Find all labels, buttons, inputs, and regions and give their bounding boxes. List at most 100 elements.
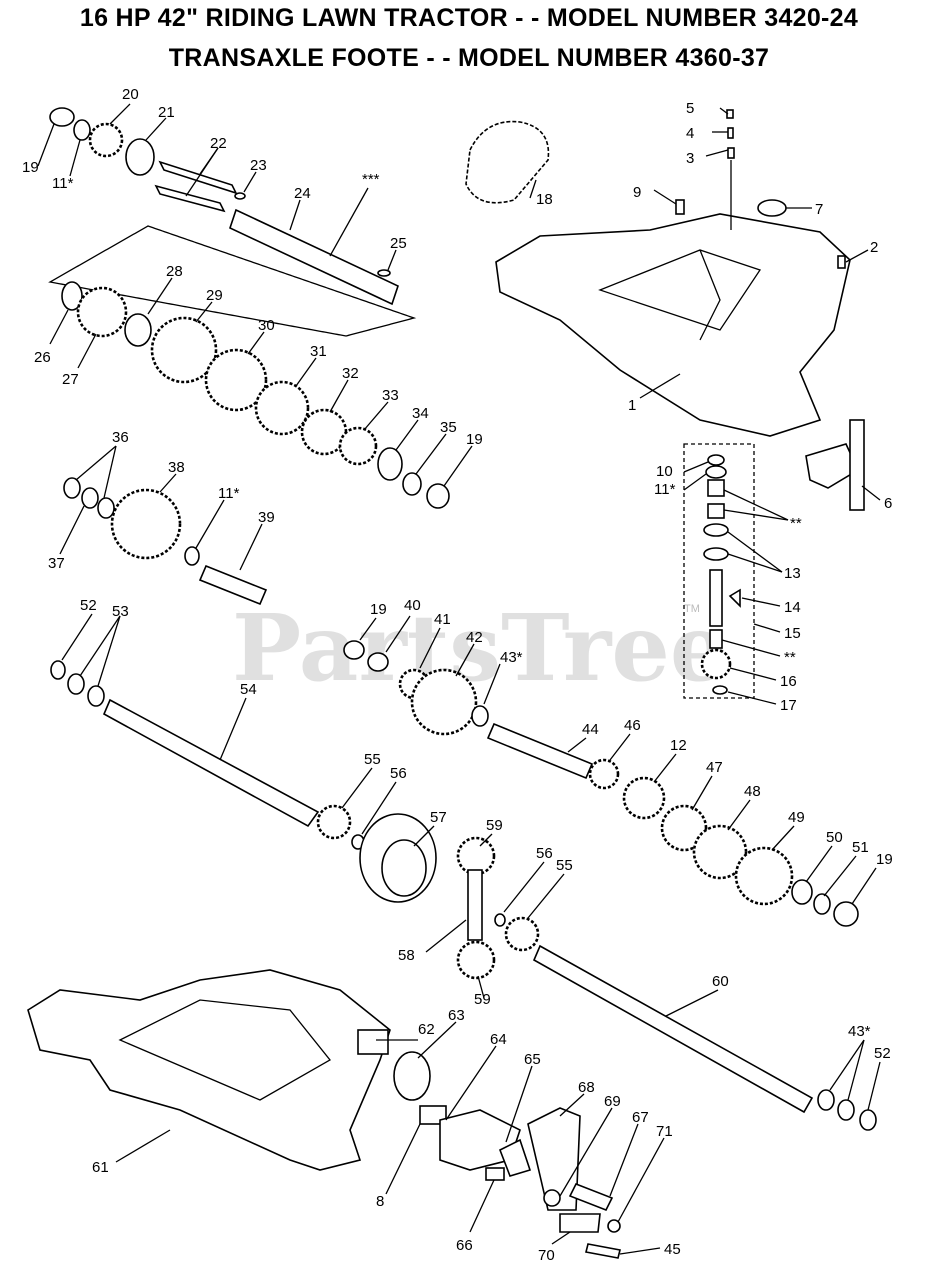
callout-13: 13	[784, 565, 801, 582]
washer-69[interactable]	[543, 1189, 561, 1207]
callout-2: 2	[870, 239, 878, 256]
bearing-28[interactable]	[124, 313, 152, 347]
gear-42[interactable]	[410, 668, 478, 736]
bolt-45[interactable]	[585, 1243, 621, 1259]
bearing-stack-a[interactable]	[707, 479, 725, 497]
nut-71[interactable]	[607, 1219, 621, 1233]
washer-35[interactable]	[402, 472, 422, 496]
washer-36-a[interactable]	[63, 477, 81, 499]
upper-housing-group	[495, 109, 865, 699]
ring-50[interactable]	[791, 879, 813, 905]
gear-46[interactable]	[588, 758, 620, 790]
key-14[interactable]	[728, 588, 741, 608]
clip-25[interactable]	[377, 269, 391, 277]
washer-43-right-b[interactable]	[837, 1099, 855, 1121]
callout-59-top: 59	[486, 817, 503, 834]
shaft-39[interactable]	[198, 564, 268, 606]
pinion-59-bottom[interactable]	[456, 940, 496, 980]
washer-37[interactable]	[81, 487, 99, 509]
axle-60[interactable]	[532, 944, 814, 1114]
chain-18[interactable]	[465, 120, 550, 204]
gear-20[interactable]	[88, 122, 124, 158]
washer-51[interactable]	[813, 893, 831, 915]
bearing-21[interactable]	[125, 138, 155, 176]
washer-11-top[interactable]	[73, 119, 91, 141]
washer-11-stack[interactable]	[705, 465, 727, 479]
upper-housing-1[interactable]	[495, 213, 851, 437]
callout-39: 39	[258, 509, 275, 526]
bevel-gear-55-left[interactable]	[316, 804, 352, 840]
screw-9[interactable]	[675, 199, 685, 215]
cap-7[interactable]	[757, 199, 787, 217]
key-22-b[interactable]	[154, 184, 226, 213]
callout-26: 26	[34, 349, 51, 366]
shaft-24[interactable]	[229, 208, 399, 306]
seal-62[interactable]	[357, 1029, 389, 1055]
gear-49[interactable]	[734, 846, 794, 906]
gear-30[interactable]	[204, 348, 268, 412]
pin-66[interactable]	[485, 1167, 505, 1181]
gear-31[interactable]	[254, 380, 310, 436]
brake-pad-65[interactable]	[498, 1138, 532, 1177]
callout-30: 30	[258, 317, 275, 334]
washer-36-b[interactable]	[97, 497, 115, 519]
washer-13-b[interactable]	[703, 547, 729, 561]
bevel-pinion-16[interactable]	[700, 648, 732, 680]
ball-3[interactable]	[727, 147, 735, 159]
washer-11-mid[interactable]	[184, 546, 200, 566]
callout-18: 18	[536, 191, 553, 208]
callout-11-top: 11*	[52, 175, 74, 192]
ring-10[interactable]	[707, 454, 725, 466]
gear-12[interactable]	[622, 776, 666, 820]
washer-53-b[interactable]	[87, 685, 105, 707]
ring-52-right[interactable]	[859, 1109, 877, 1131]
washer-43-center[interactable]	[471, 705, 489, 727]
bolt-67[interactable]	[568, 1182, 614, 1212]
gear-48[interactable]	[692, 824, 748, 880]
bracket-70[interactable]	[559, 1213, 601, 1233]
bushing-19-top[interactable]	[49, 107, 75, 127]
gear-33[interactable]	[338, 426, 378, 466]
shaft-15[interactable]	[709, 569, 723, 627]
washer-13-a[interactable]	[703, 523, 729, 537]
callout-62: 62	[418, 1021, 435, 1038]
callout-3: 3	[686, 150, 694, 167]
bevel-gear-55-right[interactable]	[504, 916, 540, 952]
bearing-stack-c[interactable]	[709, 629, 723, 649]
lower-housing-61[interactable]	[27, 969, 391, 1171]
lower-housing-group	[27, 969, 621, 1259]
bushing-19-mid[interactable]	[426, 483, 450, 509]
gear-29[interactable]	[150, 316, 218, 384]
ring-17[interactable]	[712, 685, 728, 695]
ring-26[interactable]	[61, 281, 83, 311]
bushing-19-right[interactable]	[833, 901, 859, 927]
callout-36: 36	[112, 429, 129, 446]
pinion-59-top[interactable]	[456, 836, 496, 876]
callout-6: 6	[884, 495, 892, 512]
sprocket-27[interactable]	[76, 286, 128, 338]
callout-56-right: 56	[536, 845, 553, 862]
washer-53-a[interactable]	[67, 673, 85, 695]
bearing-stack-b[interactable]	[707, 503, 725, 519]
cluster-gear-38[interactable]	[110, 488, 182, 560]
shaft-44[interactable]	[486, 722, 594, 780]
pulley-63[interactable]	[393, 1051, 431, 1101]
spring-4[interactable]	[727, 127, 734, 139]
bushing-19-center[interactable]	[343, 640, 365, 660]
clip-23[interactable]	[234, 192, 246, 200]
shift-lever-6[interactable]	[805, 443, 860, 489]
pin-58[interactable]	[467, 869, 483, 941]
spacer-40[interactable]	[367, 652, 389, 672]
callout-triple-star: ***	[362, 171, 380, 188]
washer-43-right-a[interactable]	[817, 1089, 835, 1111]
washer-56-right[interactable]	[494, 913, 506, 927]
screw-2[interactable]	[837, 255, 846, 269]
gear-47[interactable]	[660, 804, 708, 852]
callout-38: 38	[168, 459, 185, 476]
axle-54[interactable]	[102, 698, 320, 828]
ring-52-left[interactable]	[50, 660, 66, 680]
ring-34[interactable]	[377, 447, 403, 481]
countershaft-group	[63, 477, 268, 606]
gear-32[interactable]	[300, 408, 348, 456]
